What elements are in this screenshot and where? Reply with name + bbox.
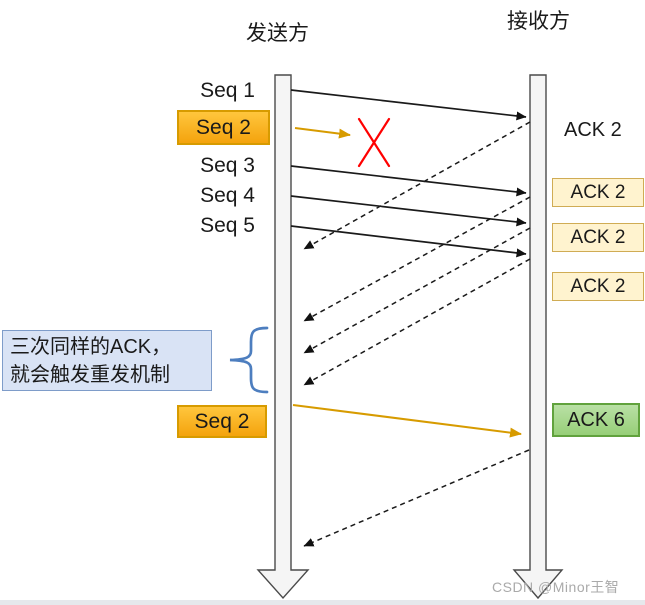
dup-ack-arrow-3: [303, 258, 531, 386]
seq4-arrow: [290, 195, 527, 227]
bottom-strip: [0, 600, 645, 605]
ack-2-dup2-label: ACK 2: [552, 223, 644, 252]
seq2-lost-arrow: [294, 127, 351, 139]
seq-2-lost-label: Seq 2: [177, 110, 270, 145]
ack-2-dup3-label: ACK 2: [552, 272, 644, 301]
dup-ack-arrow-1: [303, 196, 531, 322]
seq2-retransmit-arrow: [292, 404, 522, 438]
note-line-2: 就会触发重发机制: [10, 364, 170, 386]
seq3-arrow: [290, 165, 527, 197]
fast-retransmit-note: 三次同样的ACK， 就会触发重发机制: [2, 330, 212, 391]
seq-5-label: Seq 5: [200, 214, 255, 237]
packet-loss-x-icon: [357, 117, 391, 168]
ack2-arrow-1: [303, 121, 531, 250]
seq1-arrow: [290, 89, 527, 121]
ack-2-first-label: ACK 2: [564, 119, 622, 141]
brace-icon: [229, 326, 269, 394]
sender-lifeline: [256, 74, 310, 600]
seq-4-label: Seq 4: [200, 184, 255, 207]
seq-2-retransmit-label: Seq 2: [177, 405, 267, 438]
receiver-title: 接收方: [507, 10, 570, 33]
dup-ack-arrow-2: [303, 227, 531, 354]
receiver-lifeline: [512, 74, 564, 600]
sender-title: 发送方: [246, 22, 309, 45]
ack-2-dup1-label: ACK 2: [552, 178, 644, 207]
seq5-arrow: [290, 225, 527, 258]
note-line-1: 三次同样的ACK，: [10, 336, 172, 358]
watermark: CSDN @Minor王智: [492, 579, 620, 595]
seq-1-label: Seq 1: [200, 79, 255, 102]
ack6-arrow: [303, 449, 530, 547]
seq-3-label: Seq 3: [200, 154, 255, 177]
ack-6-label: ACK 6: [552, 403, 640, 437]
